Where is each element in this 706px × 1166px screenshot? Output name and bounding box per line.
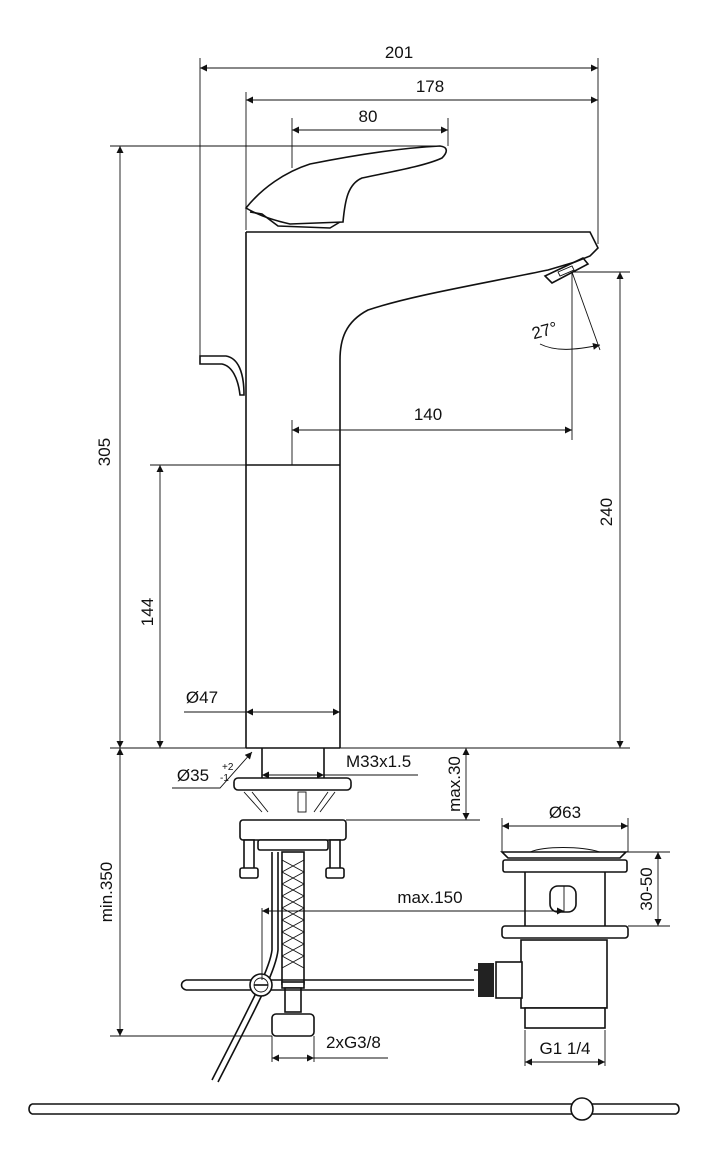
dim-body-diameter: Ø47 (186, 688, 218, 707)
aerator (543, 257, 590, 284)
dim-total-height: 305 (95, 438, 114, 466)
dim-thread: M33x1.5 (346, 752, 411, 771)
dim-rod-distance: max.150 (397, 888, 462, 907)
dim-spout-reach: 178 (416, 77, 444, 96)
dim-lever-length: 80 (359, 107, 378, 126)
dim-connections: 2xG3/8 (326, 1033, 381, 1052)
mounting-assembly (180, 748, 474, 1083)
popup-waste (474, 847, 629, 1029)
dim-lower-body: 144 (138, 598, 157, 626)
dim-deck-thickness: max.30 (445, 756, 464, 812)
ground-rod (28, 1097, 680, 1121)
dim-overall-depth: 201 (385, 43, 413, 62)
dim-waste-thread: G1 1/4 (539, 1039, 590, 1058)
dim-hole-diameter: Ø35 (177, 766, 209, 785)
popup-knob (199, 355, 245, 396)
dim-hole-tol-plus: +2 (222, 762, 234, 773)
dim-hose-length: min.350 (97, 862, 116, 922)
faucet-body (199, 145, 599, 749)
dim-spout-projection: 140 (414, 405, 442, 424)
dim-hole-tol-minus: -1 (220, 773, 229, 784)
spout (246, 231, 599, 465)
dimension-lines (110, 58, 670, 1066)
dim-outlet-height: 240 (597, 498, 616, 526)
dimension-labels: 201 178 80 305 240 140 144 Ø47 Ø35 +2 -1… (95, 43, 656, 1058)
dim-aerator-angle: 27° (530, 318, 560, 343)
lift-rod (180, 979, 474, 991)
dim-waste-diameter: Ø63 (549, 803, 581, 822)
dim-waste-height: 30-50 (637, 867, 656, 910)
lever-handle (244, 145, 448, 225)
